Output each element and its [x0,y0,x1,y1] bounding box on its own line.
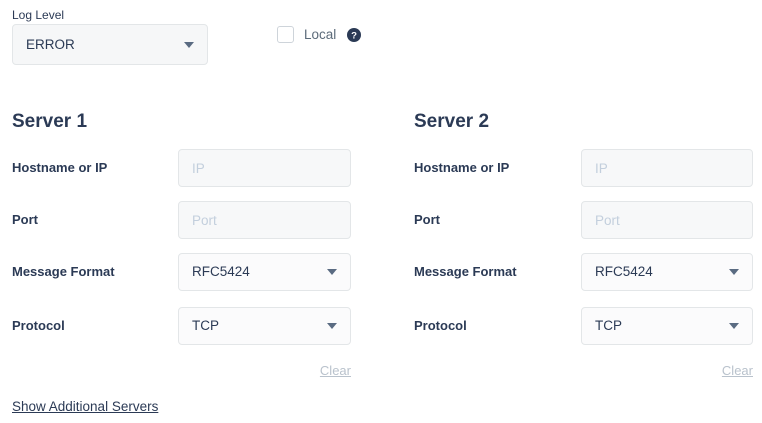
server-2-clear-wrap: Clear [581,362,753,380]
log-level-label: Log Level [12,8,65,22]
server-2-hostname-input[interactable] [581,149,753,187]
server-1-port-input[interactable] [178,201,351,239]
server-2-title: Server 2 [414,111,490,132]
server-1-clear-wrap: Clear [178,362,351,380]
server-1-title: Server 1 [12,111,88,132]
server-1-clear-link[interactable]: Clear [319,363,351,378]
server-2-protocol-value: TCP [595,319,622,333]
server-2-clear-link[interactable]: Clear [721,363,753,378]
show-additional-servers-wrap: Show Additional Servers [12,398,158,416]
server-2-message-format-value: RFC5424 [595,265,653,279]
chevron-down-icon [184,41,194,48]
svg-text:?: ? [351,30,357,41]
server-1-message-format-select[interactable]: RFC5424 [178,253,351,291]
server-2-port-label: Port [414,212,440,227]
log-level-value: ERROR [26,37,75,52]
local-checkbox-row: Local ? [277,26,362,43]
server-2-port-input[interactable] [581,201,753,239]
chevron-down-icon [729,269,739,275]
server-1-protocol-value: TCP [192,319,219,333]
chevron-down-icon [729,323,739,329]
server-2-message-format-select[interactable]: RFC5424 [581,253,753,291]
server-1-protocol-label: Protocol [12,318,65,333]
help-circle-icon[interactable]: ? [347,27,362,42]
server-1-hostname-label: Hostname or IP [12,160,108,175]
server-2-message-format-label: Message Format [414,264,517,279]
log-level-select[interactable]: ERROR [12,24,208,65]
chevron-down-icon [327,269,337,275]
server-1-hostname-input[interactable] [178,149,351,187]
server-2-protocol-label: Protocol [414,318,467,333]
local-checkbox[interactable] [277,26,294,43]
server-2-protocol-select[interactable]: TCP [581,307,753,345]
server-1-protocol-select[interactable]: TCP [178,307,351,345]
show-additional-servers-link[interactable]: Show Additional Servers [12,399,159,414]
server-1-port-label: Port [12,212,38,227]
server-2-hostname-label: Hostname or IP [414,160,510,175]
local-label: Local [304,26,337,42]
server-1-message-format-value: RFC5424 [192,265,250,279]
chevron-down-icon [327,323,337,329]
server-1-message-format-label: Message Format [12,264,115,279]
